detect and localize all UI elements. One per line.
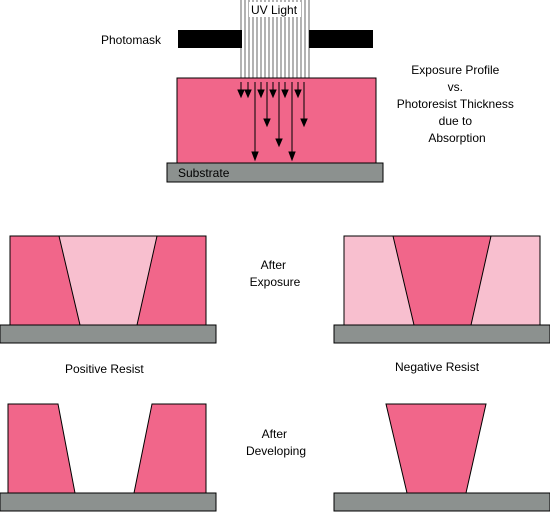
photomask-right	[309, 30, 373, 48]
after-developing-label: After Developing	[246, 427, 306, 458]
negative-remaining-pattern	[385, 403, 487, 494]
positive-substrate-exposure	[0, 324, 217, 344]
positive-after-developing	[0, 403, 217, 512]
positive-resist-label: Positive Resist	[65, 362, 144, 376]
substrate-label: Substrate	[178, 166, 230, 180]
negative-after-exposure	[333, 235, 550, 344]
photoresist-layer	[176, 77, 377, 164]
uv-light-label: UV Light	[251, 3, 298, 17]
absorption-arrows	[237, 82, 308, 162]
positive-after-exposure	[0, 235, 217, 344]
exposure-setup: UV Light Photomask Substrate Exposure Pr…	[101, 0, 518, 183]
positive-substrate-developing	[0, 492, 217, 512]
positive-remaining-right	[133, 403, 207, 494]
photomask-label: Photomask	[101, 33, 162, 47]
negative-substrate-exposure	[333, 324, 550, 344]
substrate-top	[166, 162, 384, 183]
exposure-profile-label: Exposure Profile vs. Photoresist Thickne…	[397, 63, 518, 145]
photomask-left	[178, 30, 242, 48]
uv-light-label-background	[249, 2, 301, 17]
after-exposure-label: After Exposure	[250, 258, 301, 289]
negative-substrate-developing	[333, 492, 550, 512]
positive-remaining-left	[7, 403, 76, 494]
negative-resist-label: Negative Resist	[395, 360, 480, 374]
negative-after-developing	[333, 403, 550, 512]
